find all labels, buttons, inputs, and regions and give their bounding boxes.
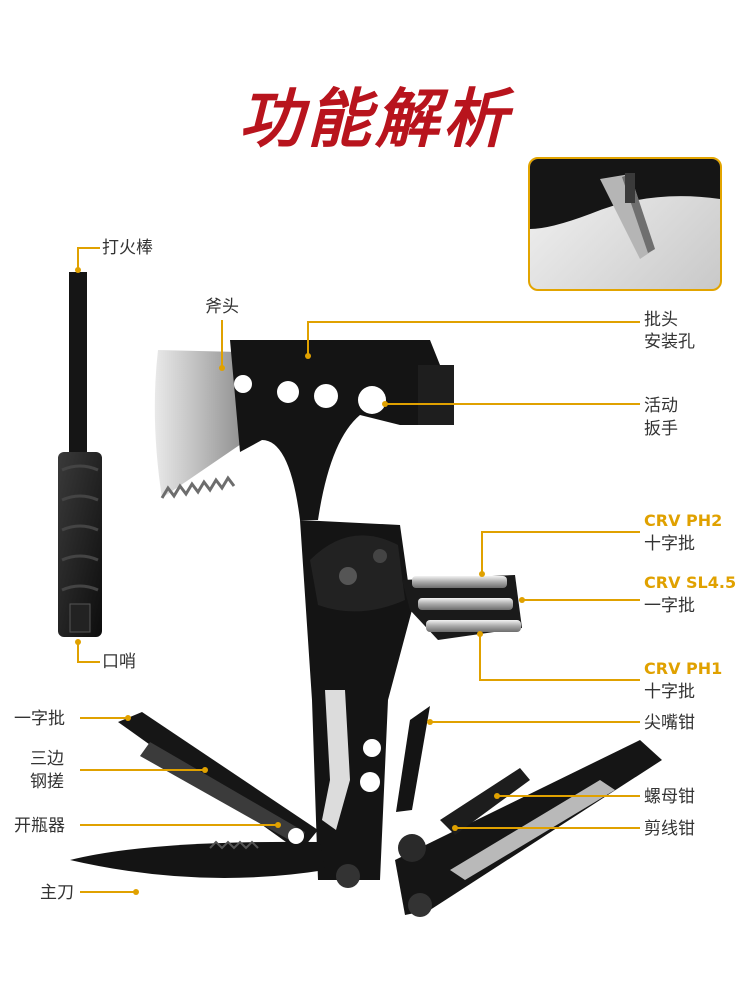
page-title: 功能解析 [239,83,511,157]
label-bit-hole-1: 批头 [644,310,678,330]
label-file-2: 钢搓 [30,772,64,792]
label-main-knife: 主刀 [40,883,74,903]
label-wrench-1: 活动 [644,396,678,416]
right-tools-illustration [395,706,662,917]
label-ph2-code: CRV PH2 [644,511,723,530]
handle-illustration [300,520,412,888]
label-bottle-opener: 开瓶器 [14,816,65,836]
label-file-1: 三边 [30,749,64,769]
label-bit-hole-2: 安装孔 [644,332,695,352]
label-fire-rod: 打火棒 [102,238,153,258]
leader-dots [75,267,525,895]
axe-head-illustration [154,340,454,520]
label-sl-code: CRV SL4.5 [644,573,737,592]
label-flat-driver: 一字批 [14,709,65,729]
label-needle-pliers: 尖嘴钳 [644,713,695,733]
label-nut-pliers: 螺母钳 [644,787,695,807]
label-wrench-2: 扳手 [644,419,678,439]
label-axe-head: 斧头 [205,297,239,317]
label-sl-name: 一字批 [644,596,695,616]
label-ph2-name: 十字批 [644,534,695,554]
leader-lines [77,247,640,893]
bit-slot-detail-photo [528,157,722,291]
bit-slot-detail-illustration [530,159,720,259]
left-tools-illustration [70,712,325,878]
label-whistle: 口哨 [102,652,136,672]
bit-set-illustration [402,575,522,640]
fire-rod-illustration [58,272,102,637]
label-ph1-code: CRV PH1 [644,659,723,678]
label-wire-cutter: 剪线钳 [644,819,695,839]
label-ph1-name: 十字批 [644,682,695,702]
